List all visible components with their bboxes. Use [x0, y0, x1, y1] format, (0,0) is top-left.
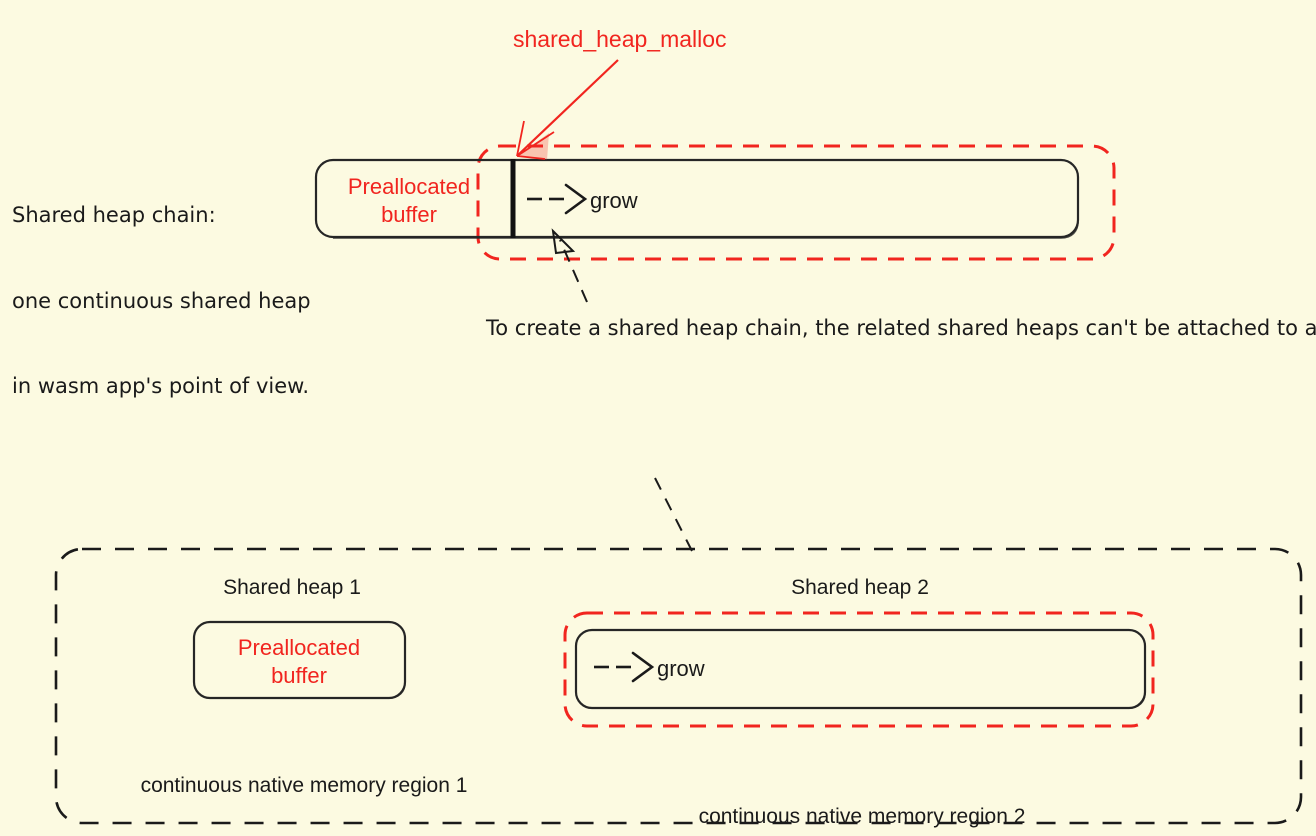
top-shared-heap-bar [314, 158, 1080, 239]
shared-heap-malloc-arrow [516, 59, 619, 160]
note-leader-arrow-upper [551, 228, 588, 303]
left-caption-line-3: in wasm app's point of view. [12, 374, 310, 399]
shared-heap-2-caption-line-1: continuous native memory region 2 [698, 804, 1026, 828]
shared-heap-1-buffer-box-sketch [210, 682, 406, 699]
top-shared-heap-bar-sketch-stroke [333, 221, 1079, 239]
left-caption: Shared heap chain: one continuous shared… [12, 144, 311, 458]
shared-heap-malloc-label: shared_heap_malloc [513, 26, 727, 52]
shared-heap-2-red-dashed-region [563, 611, 1155, 728]
shared-heap-2-box-sketch [592, 692, 1146, 709]
shared-heap-1-caption-line-1: continuous native memory region 1 [140, 773, 468, 797]
chain-constraint-note: To create a shared heap chain, the relat… [486, 316, 1316, 340]
shared-heap-1-caption: continuous native memory region 1 (from … [118, 714, 490, 836]
top-shared-heap-bar-sketch-stroke-left [315, 159, 335, 179]
top-preallocated-buffer-label: Preallocated buffer [347, 174, 471, 228]
shared-heap-1-buffer-label: Preallocated buffer [237, 635, 361, 689]
top-grow-label: grow [590, 188, 638, 213]
grow-arrow-icon-top [527, 183, 588, 215]
shared-heap-1-title: Shared heap 1 [223, 576, 361, 599]
shared-heap-2-caption: continuous native memory region 2 (WAMR … [690, 745, 1034, 836]
top-red-dashed-region [476, 144, 1116, 261]
grow-arrow-icon-bottom [594, 651, 655, 683]
shared-heap-2-grow-label: grow [657, 656, 705, 681]
bottom-outer-dashed-container [54, 547, 1303, 825]
shared-heap-2-title: Shared heap 2 [791, 576, 929, 599]
note-leader-lower [654, 477, 693, 552]
left-caption-line-2: one continuous shared heap [12, 288, 311, 313]
left-caption-line-1: Shared heap chain: [12, 203, 216, 228]
